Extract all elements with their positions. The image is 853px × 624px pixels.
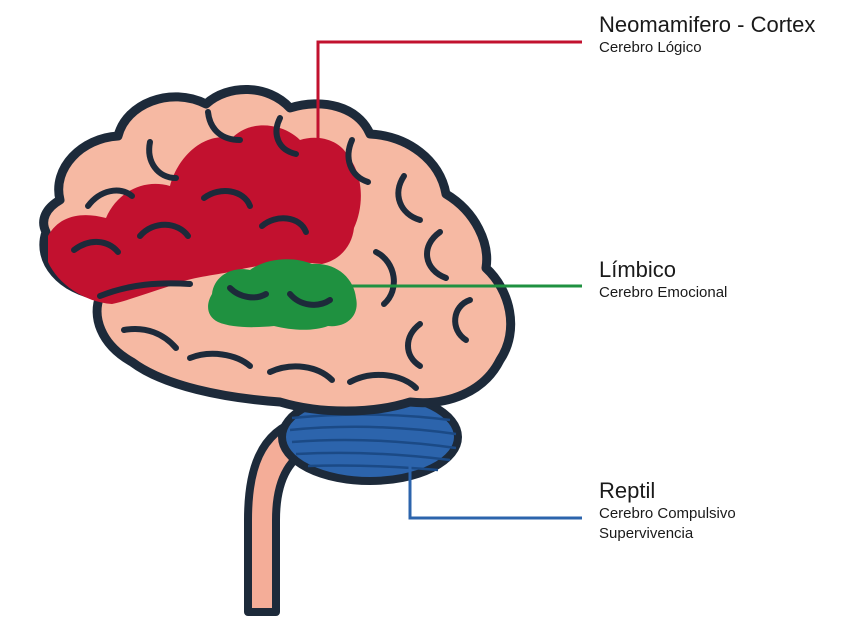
neocortex-label: Neomamifero - Cortex Cerebro Lógico (599, 12, 815, 58)
limbic-label: Límbico Cerebro Emocional (599, 257, 727, 303)
reptilian-title: Reptil (599, 478, 736, 504)
reptilian-subtitle-1: Cerebro Compulsivo (599, 504, 736, 524)
limbic-subtitle: Cerebro Emocional (599, 283, 727, 303)
reptilian-label: Reptil Cerebro Compulsivo Supervivencia (599, 478, 736, 544)
neocortex-subtitle: Cerebro Lógico (599, 38, 815, 58)
reptilian-subtitle-2: Supervivencia (599, 524, 736, 544)
neocortex-title: Neomamifero - Cortex (599, 12, 815, 38)
limbic-title: Límbico (599, 257, 727, 283)
